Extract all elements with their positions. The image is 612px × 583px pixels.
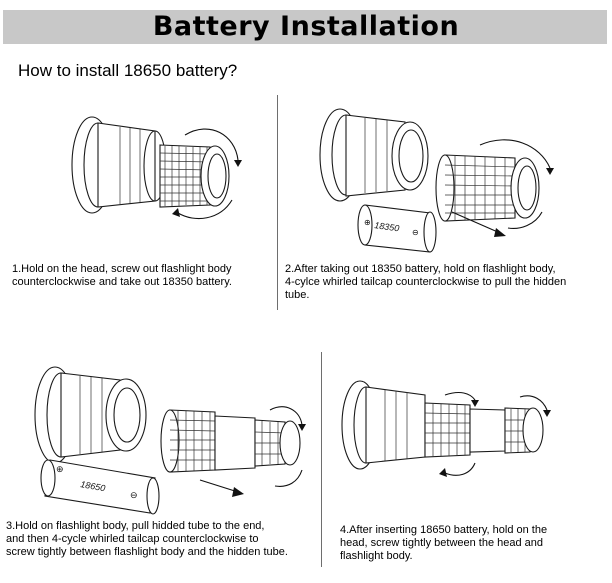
knurl-pattern [159, 146, 211, 206]
subtitle: How to install 18650 battery? [18, 61, 238, 80]
knurl-pattern [444, 155, 516, 221]
step1-illustration [71, 116, 242, 220]
step2-caption: 2.After taking out 18350 battery, hold o… [285, 263, 567, 301]
svg-text:⊖: ⊖ [130, 490, 138, 500]
step4-illustration [341, 380, 551, 477]
knurl-pattern [169, 410, 216, 472]
step2-illustration: 18350 ⊕ ⊖ [319, 108, 554, 253]
svg-text:⊕: ⊕ [56, 464, 64, 474]
divider-bottom [321, 352, 322, 567]
step4-caption: 4.After inserting 18650 battery, hold on… [340, 524, 548, 562]
battery-18350-label: 18350 [374, 220, 400, 233]
battery-18650-label: 18650 [80, 479, 106, 493]
svg-text:⊕: ⊕ [364, 218, 371, 227]
step1-caption: 1.Hold on the head, screw out flashlight… [12, 263, 232, 288]
knurl-pattern [424, 403, 471, 457]
step3-illustration: 18650 ⊕ ⊖ [34, 366, 306, 515]
divider-top [277, 95, 278, 310]
svg-text:⊖: ⊖ [412, 228, 419, 237]
step3-caption: 3.Hold on flashlight body, pull hidded t… [6, 520, 288, 558]
page-title: Battery Installation [152, 11, 460, 42]
header-bar [3, 10, 607, 44]
